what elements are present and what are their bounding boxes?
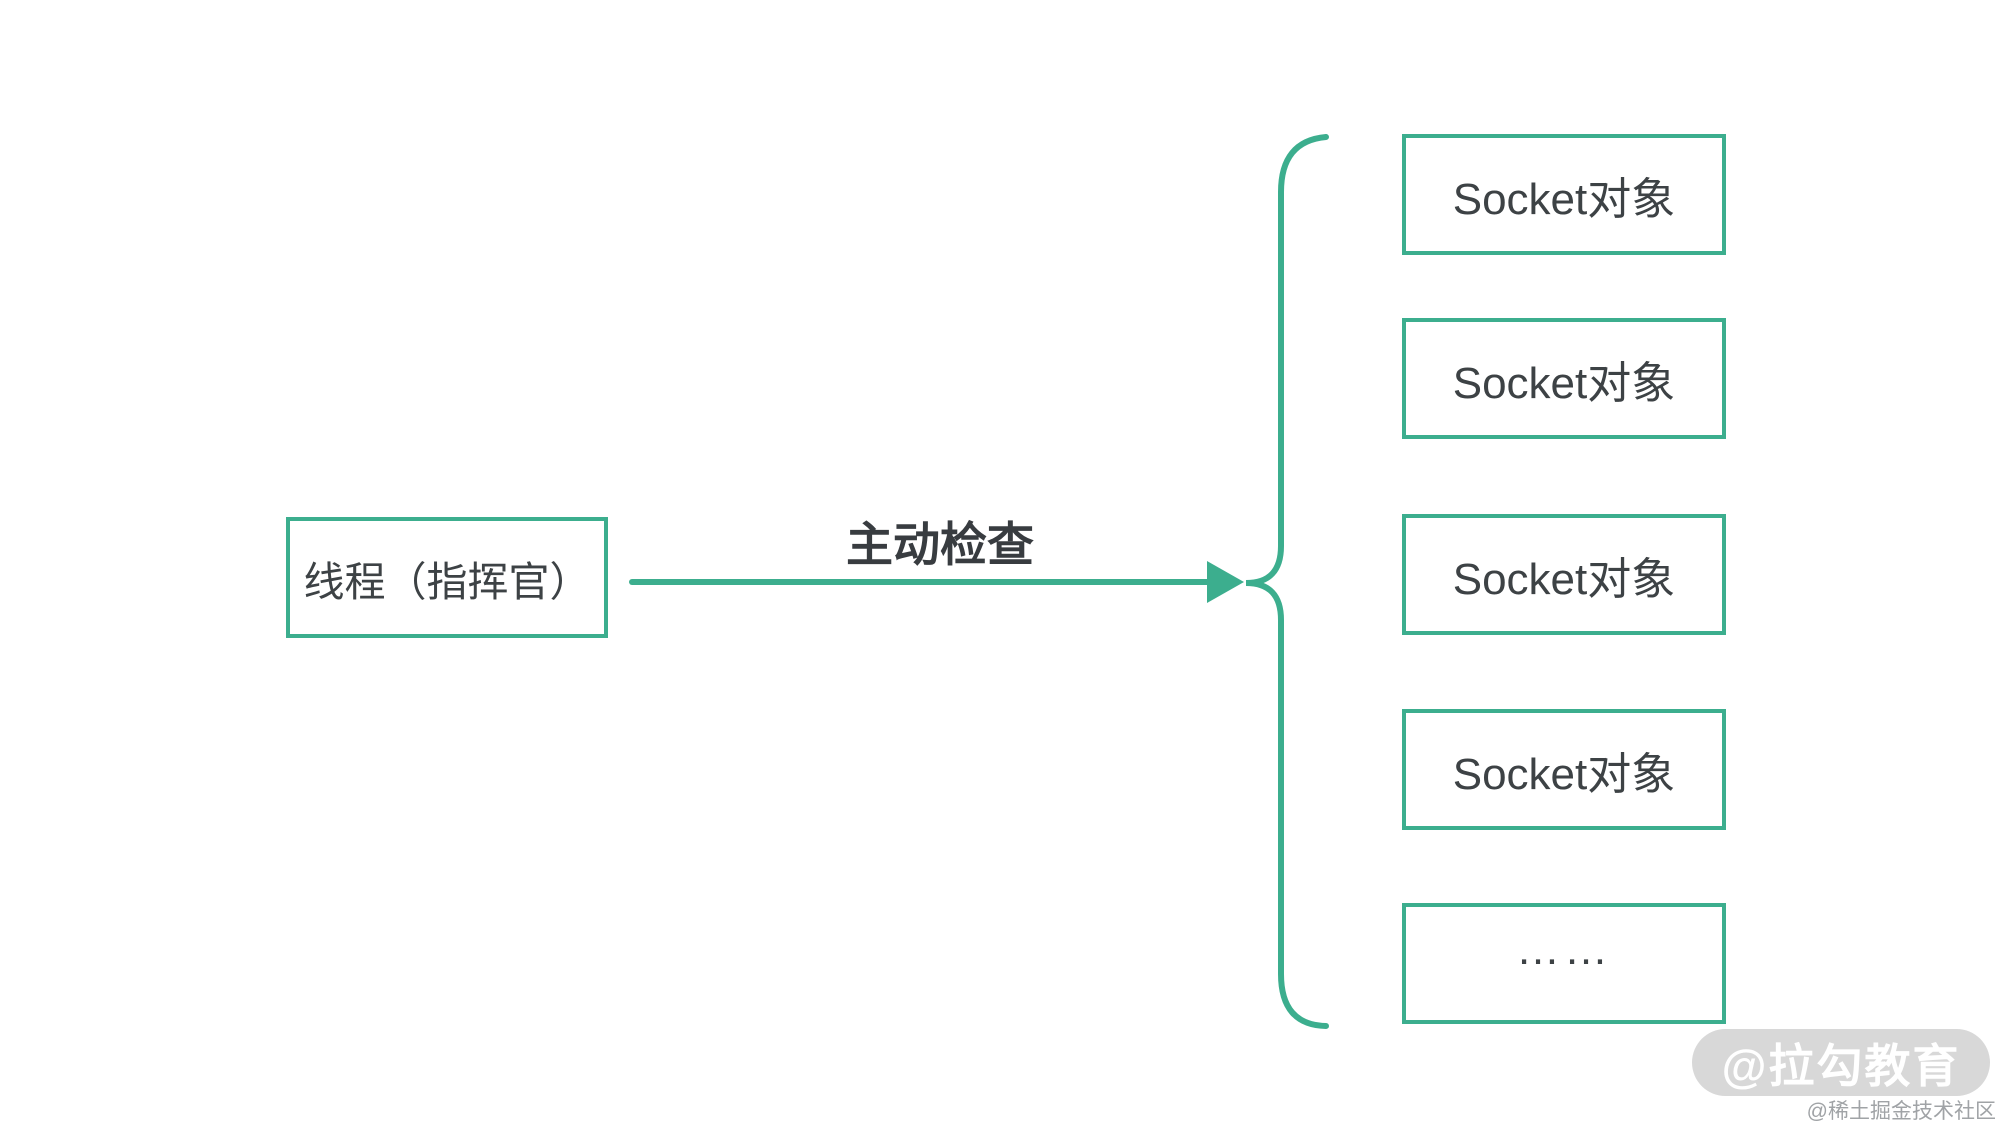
socket-node-label: Socket对象 [1452, 554, 1676, 604]
watermark-community: @稀土掘金技术社区 [1806, 1100, 1996, 1123]
socket-node-ellipsis-label: …… [1516, 924, 1612, 974]
socket-node-2: Socket对象 [1402, 318, 1726, 439]
socket-node-1: Socket对象 [1402, 134, 1726, 255]
thread-node-label: 线程（指挥官） [303, 558, 591, 605]
socket-node-4: Socket对象 [1402, 709, 1726, 830]
socket-node-label: Socket对象 [1452, 358, 1676, 408]
arrow-label: 主动检查 [846, 518, 1034, 571]
socket-node-ellipsis: …… [1402, 903, 1726, 1024]
watermark-badge: @拉勾教育 [1692, 1029, 1990, 1096]
socket-node-3: Socket对象 [1402, 514, 1726, 635]
watermark-badge-label: @拉勾教育 [1721, 1039, 1961, 1092]
thread-node: 线程（指挥官） [286, 517, 608, 638]
socket-node-label: Socket对象 [1452, 174, 1676, 224]
socket-node-label: Socket对象 [1452, 749, 1676, 799]
curly-brace [1245, 134, 1329, 1029]
arrowhead-icon [1207, 561, 1244, 603]
